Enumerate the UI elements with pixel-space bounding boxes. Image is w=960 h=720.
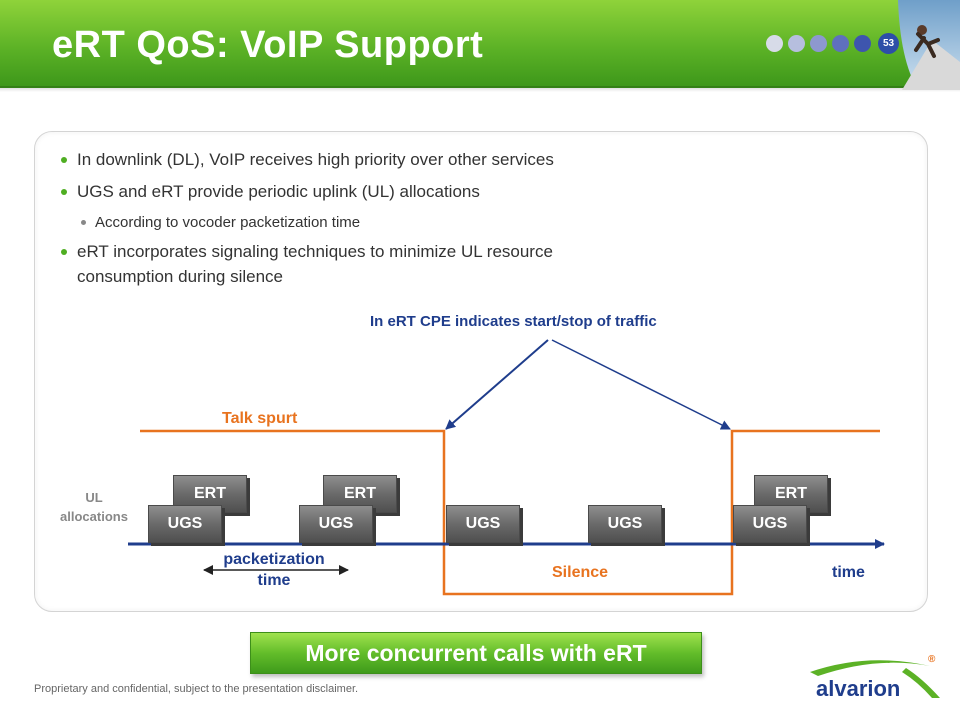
- concurrent-calls-banner[interactable]: More concurrent calls with eRT: [250, 632, 702, 674]
- bullet-item: UGS and eRT provide periodic uplink (UL)…: [61, 180, 480, 204]
- title-bar-shadow: [0, 86, 960, 92]
- ul-label-line1: UL: [85, 490, 103, 505]
- silence-label: Silence: [552, 564, 609, 581]
- packetization-line1: packetization: [223, 551, 325, 568]
- packetization-line2: time: [257, 572, 291, 589]
- bullet-continuation-text: consumption during silence: [77, 267, 284, 286]
- bullet-continuation: consumption during silence: [77, 265, 283, 289]
- talk-spurt-label: Talk spurt: [222, 410, 298, 427]
- progress-dot: [788, 35, 805, 52]
- alvarion-logo: alvarion ®: [798, 654, 948, 704]
- disclaimer-footer: Proprietary and confidential, subject to…: [34, 683, 359, 695]
- progress-dot: [810, 35, 827, 52]
- progress-dot: [766, 35, 783, 52]
- ugs-block: UGS: [148, 505, 222, 543]
- logo-wordmark: alvarion: [816, 676, 901, 701]
- talk-spurt-line: [140, 429, 880, 596]
- packetization-label: packetization time: [200, 549, 348, 591]
- progress-dot: [832, 35, 849, 52]
- progress-dot: [854, 35, 871, 52]
- skateboarder-photo-icon: [898, 0, 960, 90]
- slide-title: eRT QoS: VoIP Support: [52, 24, 484, 66]
- stop-signal-arrow: [551, 339, 731, 430]
- start-signal-arrow: [445, 339, 549, 430]
- bullet-item: eRT incorporates signaling techniques to…: [61, 240, 553, 264]
- signal-note: In eRT CPE indicates start/stop of traff…: [370, 313, 657, 330]
- ugs-block: UGS: [588, 505, 662, 543]
- bullet-item: In downlink (DL), VoIP receives high pri…: [61, 148, 554, 172]
- registered-mark: ®: [928, 654, 936, 665]
- alvarion-swoosh-icon: [810, 660, 940, 698]
- sub-bullet-item: According to vocoder packetization time: [80, 211, 360, 235]
- ul-label-line2: allocations: [60, 509, 128, 524]
- time-label: time: [832, 564, 865, 581]
- ugs-block: UGS: [446, 505, 520, 543]
- ugs-block: UGS: [299, 505, 373, 543]
- slide-number: 53: [878, 33, 899, 54]
- ul-allocations-label: UL allocations: [44, 488, 144, 526]
- ugs-block: UGS: [733, 505, 807, 543]
